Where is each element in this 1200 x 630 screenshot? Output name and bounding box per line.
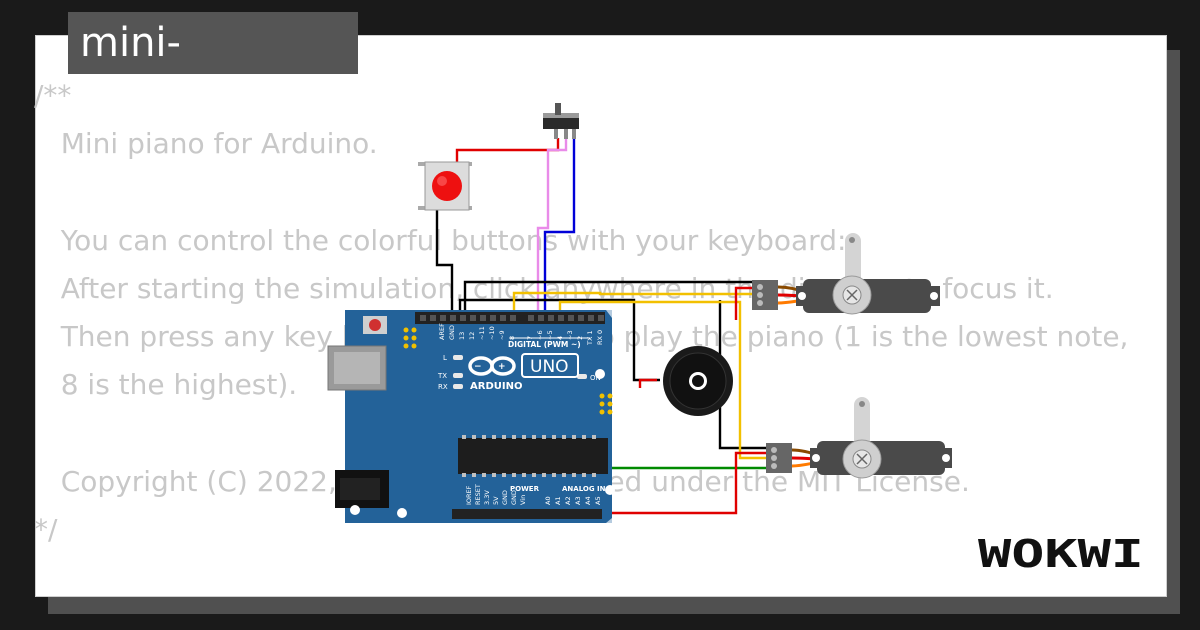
- code-line: 8 is the highest).: [34, 368, 298, 402]
- led-l: [453, 355, 463, 360]
- code-line: Copyright (C) 2022, Uri Shaked. Released…: [60, 464, 970, 498]
- pin-label: ~11: [478, 326, 486, 340]
- pin-label: 13: [458, 332, 466, 340]
- pin-label: ~10: [488, 326, 496, 340]
- wire-blue-switch: [543, 138, 576, 325]
- pin-label: Vin: [519, 495, 527, 505]
- led-rx-label: RX: [438, 383, 448, 391]
- servo-motor[interactable]: [766, 397, 952, 479]
- led-tx-label: TX: [437, 372, 447, 380]
- wire-red-servo1: [638, 378, 657, 388]
- pin-label: AREF: [438, 323, 446, 340]
- digital-header-label: DIGITAL (PWM ~): [508, 340, 581, 349]
- led-tx: [453, 373, 463, 378]
- code-listing: /** Mini piano for Arduino. You can cont…: [34, 72, 1128, 554]
- wire-black-servo2b: [718, 300, 766, 450]
- icsp-header-2: [599, 393, 613, 415]
- wire-yellow-servo1: [512, 291, 752, 325]
- led-on: [577, 374, 587, 379]
- pin-label: 5V: [492, 496, 500, 505]
- project-filename: mini-piano.ino: [68, 12, 358, 128]
- svg-text:−: −: [474, 362, 482, 372]
- pin-label: GND: [501, 490, 509, 505]
- power-analog-header[interactable]: [452, 509, 602, 519]
- buzzer[interactable]: [663, 346, 733, 416]
- code-line: Mini piano for Arduino.: [34, 127, 378, 161]
- led-l-label: L: [443, 354, 447, 362]
- power-header-label: POWER: [510, 485, 540, 493]
- servo-motor[interactable]: [752, 233, 940, 315]
- pin-label: A2: [564, 496, 572, 505]
- wire-pink-switch: [536, 138, 568, 325]
- pin-label: RESET: [474, 484, 482, 505]
- wire-yellow-servo2: [558, 300, 766, 460]
- svg-text:+: +: [498, 362, 506, 372]
- pin-label: IOREF: [465, 485, 473, 505]
- pin-label: GND: [510, 490, 518, 505]
- analog-header-label: ANALOG IN: [562, 485, 606, 493]
- pin-label: 3.3V: [483, 490, 491, 505]
- pin-label: 12: [468, 332, 476, 340]
- atmega-chip: [458, 438, 608, 474]
- code-line: /**: [34, 79, 72, 112]
- code-line: You can control the colorful buttons wit…: [34, 223, 847, 257]
- pin-label: A5: [594, 496, 602, 505]
- wire-black-button: [435, 210, 454, 325]
- pin-label: ~5: [546, 330, 554, 340]
- pin-label: ~9: [498, 330, 506, 340]
- power-pin-labels: IOREF RESET 3.3V 5V GND GND Vin: [465, 484, 527, 505]
- pin-label: A0: [544, 496, 552, 505]
- board-model: UNO: [530, 357, 569, 377]
- slide-switch[interactable]: [543, 103, 579, 139]
- wire-red-power: [512, 451, 766, 515]
- led-rx: [453, 384, 463, 389]
- wire-red-button: [455, 138, 560, 166]
- push-button[interactable]: [418, 161, 472, 211]
- pin-label: A4: [584, 496, 592, 505]
- code-line: */: [34, 512, 58, 546]
- pin-label: GND: [448, 325, 456, 340]
- analog-pin-labels: A0 A1 A2 A3 A4 A5: [544, 496, 602, 505]
- chip-legs: [462, 435, 596, 477]
- led-on-label: ON: [590, 374, 601, 382]
- board-brand: ARDUINO: [470, 381, 522, 392]
- wokwi-logo: WOKWI: [978, 532, 1144, 576]
- digital-pins: [420, 315, 604, 321]
- pin-label: A3: [574, 496, 582, 505]
- pin-label: RX 0: [596, 330, 604, 345]
- code-line: After starting the simulation, click any…: [34, 271, 1054, 305]
- icsp-header: [403, 327, 417, 349]
- pin-label: A1: [554, 496, 562, 505]
- pin-label: ~6: [536, 330, 544, 340]
- pin-label: ~3: [566, 330, 574, 340]
- arduino-logo-icon: [468, 356, 516, 376]
- arduino-uno-board[interactable]: AREF GND 13 12 ~11 ~10 ~9 8 7 ~6 ~5 4 ~3…: [327, 310, 615, 523]
- brand-logo-text: WOKWI: [978, 532, 1144, 576]
